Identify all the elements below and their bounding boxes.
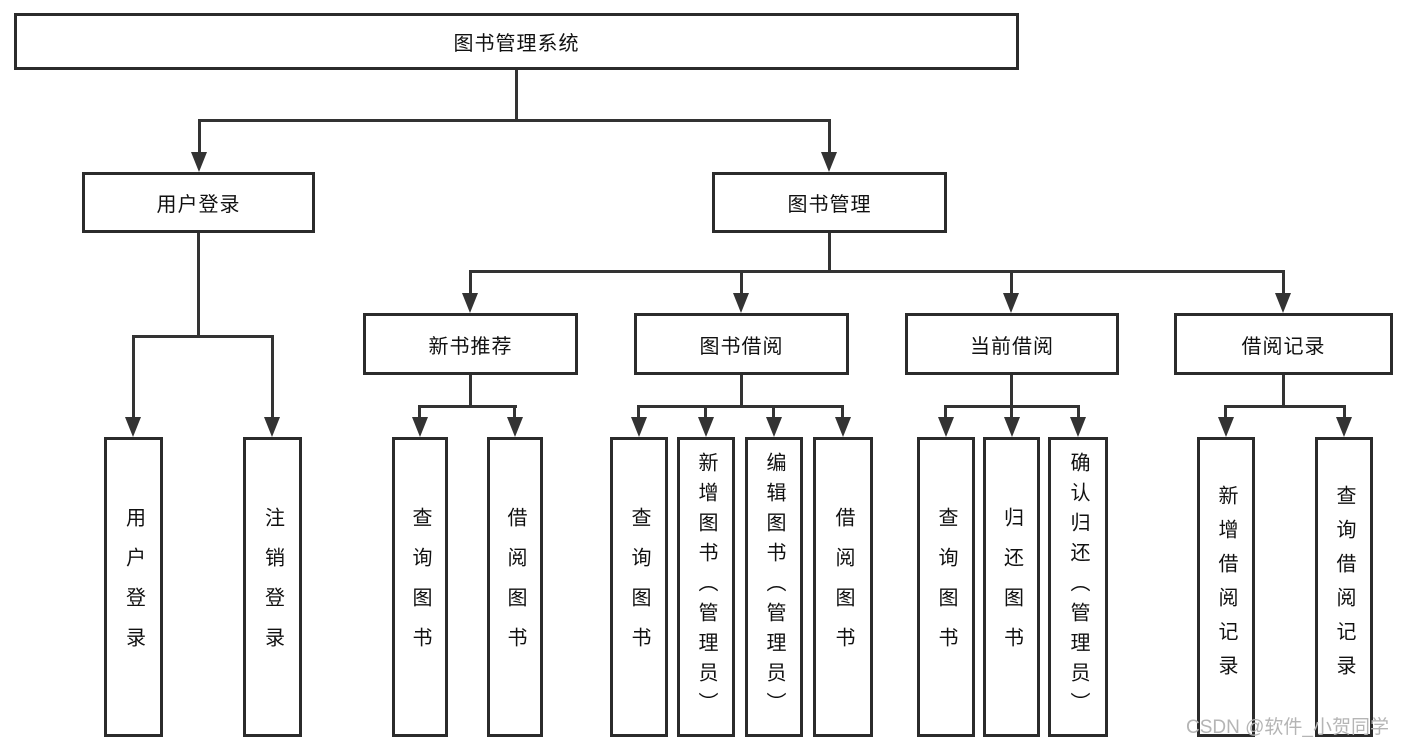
- connector-line: [828, 233, 831, 273]
- leaf-edit-book-admin: 编辑图书（管理员）: [745, 437, 803, 737]
- arrow-down-icon: [631, 417, 647, 437]
- arrow-down-icon: [733, 293, 749, 313]
- leaf-query-books-borrowing: 查询图书: [610, 437, 668, 737]
- connector-line: [1010, 375, 1013, 408]
- connector-line: [1224, 405, 1227, 421]
- node-current-borrowing-label: 当前借阅: [970, 335, 1054, 358]
- arrow-down-icon: [938, 417, 954, 437]
- connector-line: [271, 335, 274, 421]
- connector-line: [841, 405, 844, 421]
- connector-line: [740, 270, 743, 296]
- connector-line: [418, 405, 517, 408]
- connector-line: [469, 270, 1285, 273]
- csdn-watermark: CSDN @软件_小贺同学: [1186, 717, 1389, 738]
- connector-line: [1282, 270, 1285, 296]
- connector-line: [740, 375, 743, 408]
- leaf-query-borrow-record-label: 查询借阅记录: [1333, 485, 1355, 689]
- leaf-query-books-recommend-label: 查询图书: [409, 507, 431, 667]
- connector-line: [132, 335, 274, 338]
- connector-line: [944, 405, 947, 421]
- connector-line: [132, 335, 135, 421]
- node-book-borrowing: 图书借阅: [634, 313, 849, 375]
- leaf-user-login: 用户登录: [104, 437, 163, 737]
- connector-line: [637, 405, 844, 408]
- leaf-query-borrow-record: 查询借阅记录: [1315, 437, 1373, 737]
- node-book-borrowing-label: 图书借阅: [699, 335, 784, 358]
- node-user-login: 用户登录: [82, 172, 315, 233]
- node-book-management-label: 图书管理: [787, 194, 872, 216]
- connector-line: [1224, 405, 1346, 408]
- connector-line: [704, 405, 707, 421]
- connector-line: [1010, 270, 1013, 296]
- arrow-down-icon: [1070, 417, 1086, 437]
- arrow-down-icon: [821, 152, 837, 172]
- leaf-return-book-label: 归还图书: [1000, 507, 1023, 667]
- leaf-borrow-books-recommend-label: 借阅图书: [504, 507, 526, 667]
- node-book-management: 图书管理: [712, 172, 947, 233]
- leaf-edit-book-admin-label: 编辑图书（管理员）: [763, 452, 785, 722]
- node-new-book-recommend-label: 新书推荐: [428, 335, 513, 358]
- node-borrowing-records-label: 借阅记录: [1241, 335, 1326, 358]
- node-new-book-recommend: 新书推荐: [363, 313, 578, 375]
- leaf-borrow-books-borrowing: 借阅图书: [813, 437, 873, 737]
- node-borrowing-records: 借阅记录: [1174, 313, 1393, 375]
- arrow-down-icon: [412, 417, 428, 437]
- leaf-query-books-current: 查询图书: [917, 437, 975, 737]
- arrow-down-icon: [191, 152, 207, 172]
- connector-line: [198, 119, 831, 122]
- leaf-user-login-label: 用户登录: [122, 507, 145, 667]
- leaf-borrow-books-borrowing-label: 借阅图书: [832, 507, 854, 667]
- arrow-down-icon: [835, 417, 851, 437]
- arrow-down-icon: [1336, 417, 1352, 437]
- leaf-query-books-current-label: 查询图书: [935, 507, 957, 667]
- connector-line: [1343, 405, 1346, 421]
- leaf-query-books-borrowing-label: 查询图书: [628, 507, 650, 667]
- leaf-logout: 注销登录: [243, 437, 302, 737]
- arrow-down-icon: [462, 293, 478, 313]
- connector-line: [1010, 405, 1013, 421]
- arrow-down-icon: [264, 417, 280, 437]
- leaf-logout-label: 注销登录: [261, 507, 284, 667]
- leaf-return-book: 归还图书: [983, 437, 1040, 737]
- leaf-add-borrow-record: 新增借阅记录: [1197, 437, 1255, 737]
- arrow-down-icon: [1004, 417, 1020, 437]
- leaf-confirm-return-admin: 确认归还（管理员）: [1048, 437, 1108, 737]
- arrow-down-icon: [698, 417, 714, 437]
- connector-line: [515, 70, 518, 122]
- connector-line: [637, 405, 640, 421]
- connector-line: [197, 233, 200, 338]
- node-user-login-label: 用户登录: [156, 194, 241, 216]
- leaf-add-book-admin-label: 新增图书（管理员）: [695, 452, 717, 722]
- connector-line: [469, 375, 472, 408]
- leaf-borrow-books-recommend: 借阅图书: [487, 437, 543, 737]
- arrow-down-icon: [1275, 293, 1291, 313]
- leaf-query-books-recommend: 查询图书: [392, 437, 448, 737]
- arrow-down-icon: [507, 417, 523, 437]
- arrow-down-icon: [1003, 293, 1019, 313]
- connector-line: [513, 405, 516, 421]
- connector-line: [1077, 405, 1080, 421]
- connector-line: [1282, 375, 1285, 408]
- node-library-system-root: 图书管理系统: [14, 13, 1019, 70]
- arrow-down-icon: [1218, 417, 1234, 437]
- connector-line: [469, 270, 472, 296]
- node-current-borrowing: 当前借阅: [905, 313, 1119, 375]
- leaf-add-book-admin: 新增图书（管理员）: [677, 437, 735, 737]
- node-library-system-root-label: 图书管理系统: [453, 33, 580, 55]
- leaf-confirm-return-admin-label: 确认归还（管理员）: [1067, 452, 1089, 722]
- arrow-down-icon: [125, 417, 141, 437]
- connector-line: [198, 119, 201, 156]
- connector-line: [772, 405, 775, 421]
- arrow-down-icon: [766, 417, 782, 437]
- connector-line: [418, 405, 421, 421]
- leaf-add-borrow-record-label: 新增借阅记录: [1215, 485, 1237, 689]
- connector-line: [828, 119, 831, 156]
